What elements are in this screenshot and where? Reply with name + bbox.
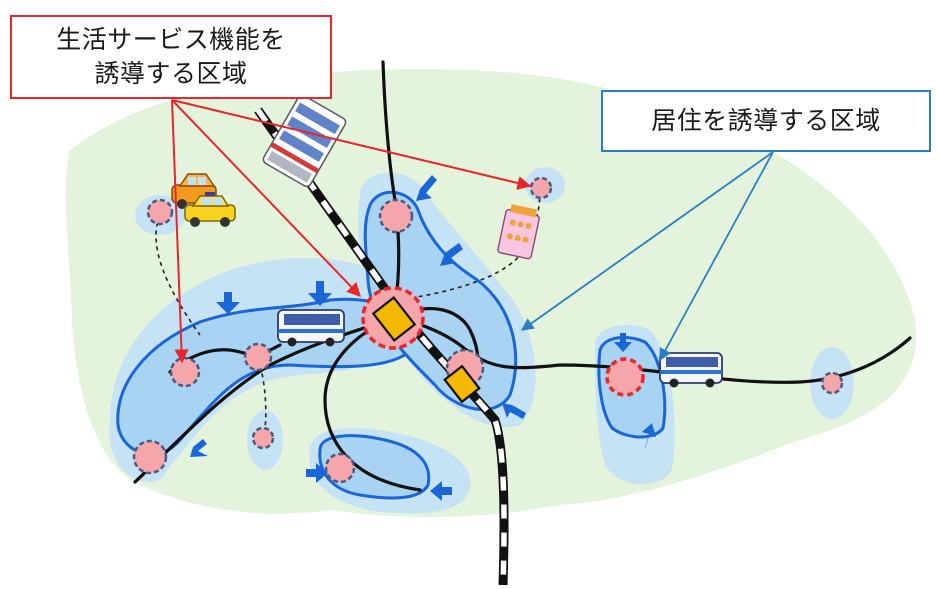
hub-sw-small [251,426,275,450]
bus-icon [277,309,345,347]
hub-ne [529,176,553,200]
inflow-arrow-icon [416,175,437,201]
hub-south [324,452,356,484]
service-area-label-line-2: 誘導する区域 [94,59,248,88]
railway [254,107,509,586]
inflow-arrow-icon [430,481,452,501]
service-area-label: 生活サービス機能を 誘導する区域 [10,15,332,99]
hub-nw [146,198,174,226]
service-callout-arrows [171,99,532,364]
inflow-arrows [190,175,656,501]
inflow-arrow-icon [642,423,656,449]
inflow-arrow-icon [440,243,463,266]
service-area-label-line-1: 生活サービス機能を [56,25,286,54]
inflow-arrow-icon [502,403,526,419]
hospital-store-icon [497,204,540,260]
inflow-arrow-icon [190,439,208,457]
inflow-arrow-icon [306,463,328,483]
inflow-arrow-icon [614,333,632,352]
residential-area-label: 居住を誘導する区域 [601,90,931,152]
station-icon [443,364,481,404]
taxi-icon [184,192,236,227]
hub-southwest [132,439,168,475]
service-hubs [132,176,844,484]
station-icon [371,296,417,342]
hub-east [605,357,645,397]
hub-north [378,198,414,234]
bus-icon [659,352,723,388]
stations [371,296,481,404]
inflow-arrow-icon [216,292,240,314]
hub-mid-west [243,342,273,372]
inflow-arrow-icon [308,281,332,306]
hub-west [169,356,201,388]
hub-far-east [820,371,844,395]
train-icon [262,94,347,188]
residential-callout-arrows [520,151,774,362]
residential-area-label-text: 居住を誘導する区域 [651,106,881,135]
